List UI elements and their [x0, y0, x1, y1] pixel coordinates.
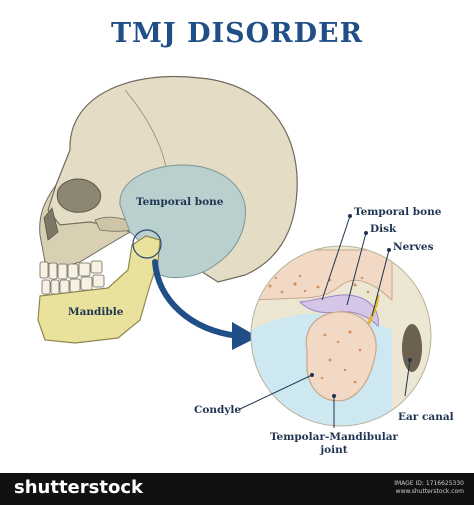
lower-teeth	[41, 274, 105, 295]
detail-circle-border	[250, 245, 432, 427]
leader-nerves	[371, 249, 390, 317]
dot-ear-canal	[408, 358, 412, 362]
label-temporal-bone: Temporal bone	[354, 206, 442, 218]
footer-bar: shutterstock IMAGE ID: 1716625330 www.sh…	[0, 473, 474, 505]
condyle-texture	[320, 330, 362, 384]
joint-highlight-circle	[132, 229, 162, 259]
label-ear-canal: Ear canal	[398, 411, 454, 423]
site-url: www.shutterstock.com	[395, 488, 464, 495]
condyle	[305, 311, 377, 402]
label-disk: Disk	[370, 223, 397, 235]
dot-disk	[364, 231, 368, 235]
articular-disk	[298, 294, 379, 328]
dot-temporal-bone	[348, 214, 352, 218]
upper-teeth	[39, 260, 103, 280]
ear-canal-shape	[402, 324, 422, 372]
image-meta: IMAGE ID: 1716625330 www.shutterstock.co…	[394, 480, 464, 496]
brand-logo: shutterstock	[14, 477, 143, 498]
nasal-cavity	[43, 207, 59, 241]
label-nerves: Nerves	[393, 241, 434, 253]
leader-disk	[346, 232, 367, 306]
dot-nerves	[387, 248, 391, 252]
label-joint-line2: joint	[319, 444, 347, 456]
leader-temporal-bone	[321, 215, 351, 301]
bone-texture	[268, 274, 380, 298]
dot-condyle	[310, 373, 314, 377]
label-condyle: Condyle	[194, 404, 241, 416]
leader-ear-canal	[404, 359, 411, 397]
label-temporal-bone-skull: Temporal bone	[136, 196, 224, 208]
leader-condyle	[239, 374, 313, 410]
page-title: TMJ DISORDER	[110, 18, 364, 49]
label-mandible: Mandible	[68, 306, 124, 318]
dot-joint	[332, 394, 336, 398]
zoom-arrow	[152, 259, 241, 339]
tmj-diagram: Temporal bone Mandible Temporal bone Dis…	[37, 75, 454, 456]
label-joint-line1: Tempolar-Mandibular	[270, 431, 399, 443]
zoom-arrow-head	[232, 322, 258, 350]
image-id: IMAGE ID: 1716625330	[394, 480, 464, 487]
eye-socket	[56, 178, 102, 213]
